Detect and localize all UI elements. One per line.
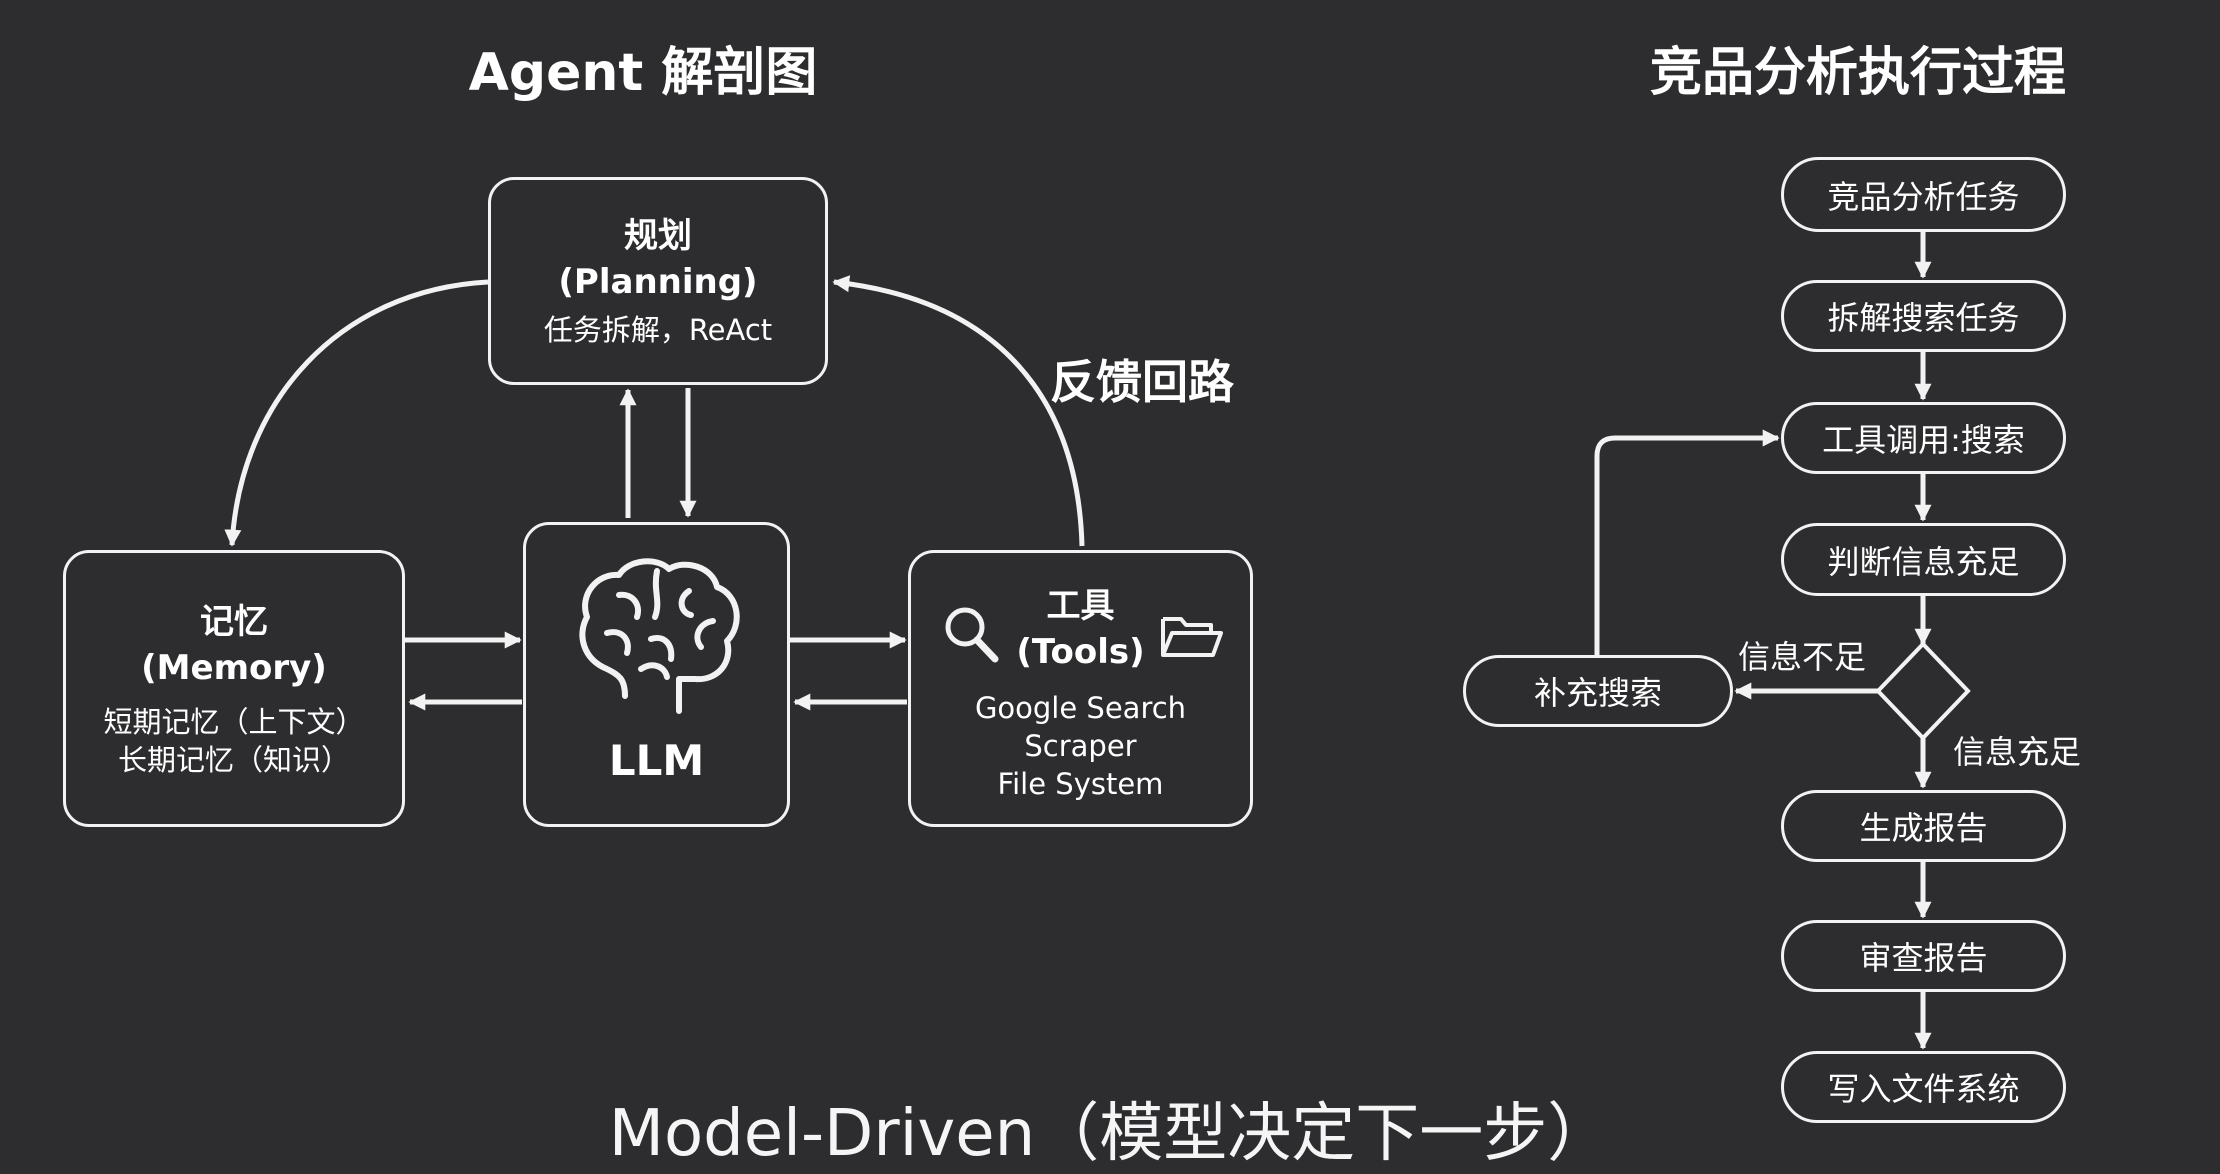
tools-en: (Tools) bbox=[1016, 631, 1145, 672]
folder-icon bbox=[1161, 617, 1223, 657]
tool-item-google-search: Google Search bbox=[974, 690, 1187, 725]
tools-name: 工具 bbox=[1046, 585, 1115, 626]
planning-box: 规划 (Planning) 任务拆解，ReAct bbox=[488, 177, 828, 385]
flow-step-generate-report: 生成报告 bbox=[1781, 790, 2066, 862]
memory-en: (Memory) bbox=[141, 647, 327, 688]
flow-step-tool-call-search: 工具调用:搜索 bbox=[1781, 402, 2066, 474]
memory-box: 记忆 (Memory) 短期记忆（上下文） 长期记忆（知识） bbox=[63, 550, 405, 827]
tool-item-scraper: Scraper bbox=[1024, 728, 1137, 763]
flow-step-write-file-system: 写入文件系统 bbox=[1781, 1051, 2066, 1123]
flow-step-supplement-search: 补充搜索 bbox=[1463, 655, 1733, 727]
flow-step-review-report: 审查报告 bbox=[1781, 920, 2066, 992]
memory-short-term: 短期记忆（上下文） bbox=[103, 704, 365, 739]
flow-step-judge-info: 判断信息充足 bbox=[1781, 523, 2066, 596]
arrow-tools-to-planning bbox=[832, 275, 1085, 547]
planning-desc: 任务拆解，ReAct bbox=[543, 313, 773, 347]
tool-item-file-system: File System bbox=[997, 766, 1164, 801]
planning-en: (Planning) bbox=[558, 262, 758, 302]
flow-step-split-search-task: 拆解搜索任务 bbox=[1781, 280, 2066, 352]
arrow-planning-to-memory bbox=[224, 279, 489, 547]
memory-name: 记忆 bbox=[200, 601, 268, 642]
llm-label: LLM bbox=[608, 736, 705, 785]
flow-step-competitor-analysis-task: 竞品分析任务 bbox=[1781, 157, 2066, 232]
memory-long-term: 长期记忆（知识） bbox=[117, 742, 350, 777]
agent-anatomy-title: Agent 解剖图 bbox=[468, 43, 818, 103]
feedback-loop-label: 反馈回路 bbox=[1050, 355, 1234, 409]
planning-name: 规划 bbox=[624, 216, 692, 256]
decision-yes-label: 信息充足 bbox=[1953, 733, 2082, 771]
search-icon bbox=[945, 607, 999, 663]
flow-title: 竞品分析执行过程 bbox=[1649, 43, 2066, 103]
brain-icon bbox=[578, 558, 740, 714]
llm-box: LLM bbox=[523, 522, 790, 827]
decision-diamond bbox=[1875, 641, 1971, 741]
decision-no-label: 信息不足 bbox=[1738, 638, 1867, 676]
tools-box: 工具 (Tools) Google Search Scraper File Sy… bbox=[908, 550, 1253, 827]
arrow-supplement-loop bbox=[1594, 429, 1780, 655]
caption: Model-Driven（模型决定下一步） bbox=[608, 1097, 1612, 1171]
